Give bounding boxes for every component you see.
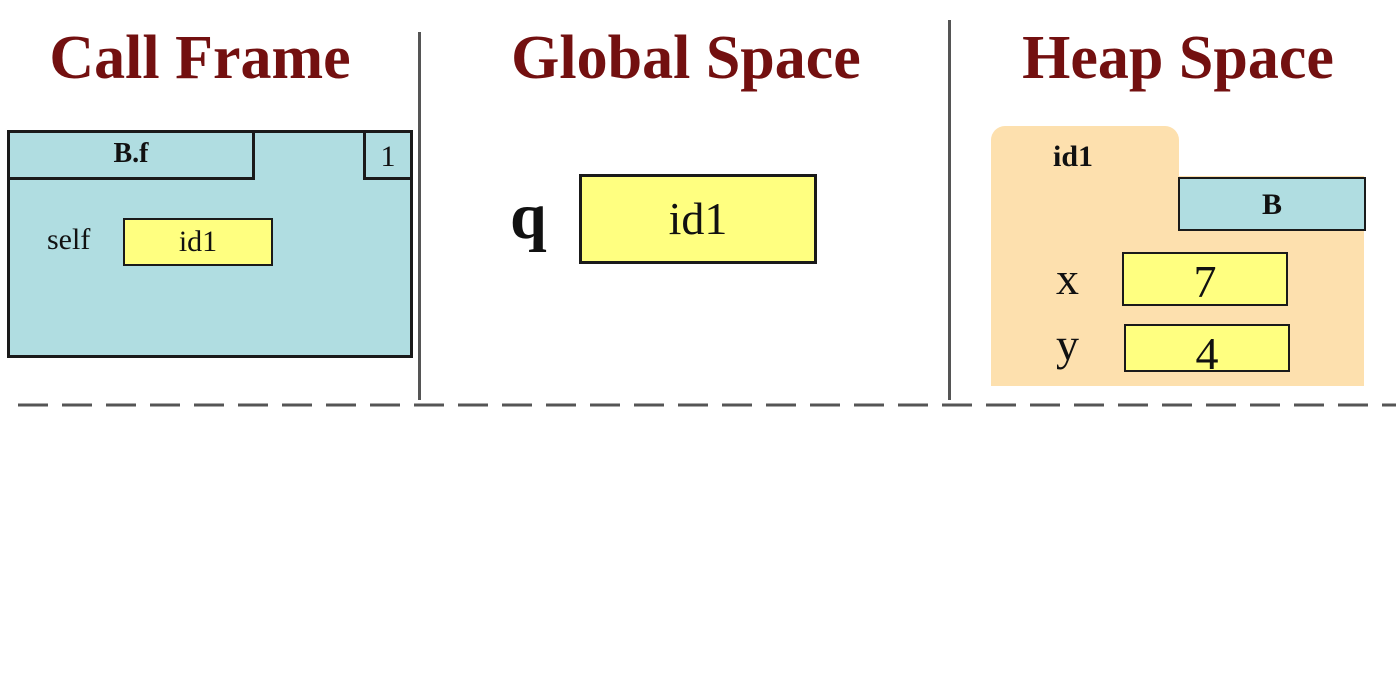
heap-space-heading: Heap Space — [1022, 24, 1334, 92]
global-space-heading: Global Space — [511, 24, 861, 92]
global-variable-value: id1 — [579, 174, 817, 264]
heap-field-value: 7 — [1122, 252, 1288, 307]
section-divider-right — [948, 20, 951, 400]
heap-object-class: B — [1178, 177, 1366, 231]
heap-field-name: y — [1056, 319, 1079, 370]
global-variable-name: q — [510, 180, 547, 253]
frame-line-number: 1 — [363, 133, 410, 180]
dashed-separator — [18, 403, 1396, 407]
heap-field-name: x — [1056, 253, 1079, 304]
section-divider-left — [418, 32, 421, 400]
call-frame-box: B.f 1 self id1 — [7, 130, 413, 358]
frame-variable-name: self — [47, 223, 91, 256]
heap-object-id: id1 — [1053, 140, 1094, 173]
frame-name: B.f — [10, 133, 255, 180]
heap-field-value: 4 — [1124, 324, 1290, 379]
frame-variable-value: id1 — [123, 218, 273, 266]
call-frame-heading: Call Frame — [49, 24, 351, 92]
